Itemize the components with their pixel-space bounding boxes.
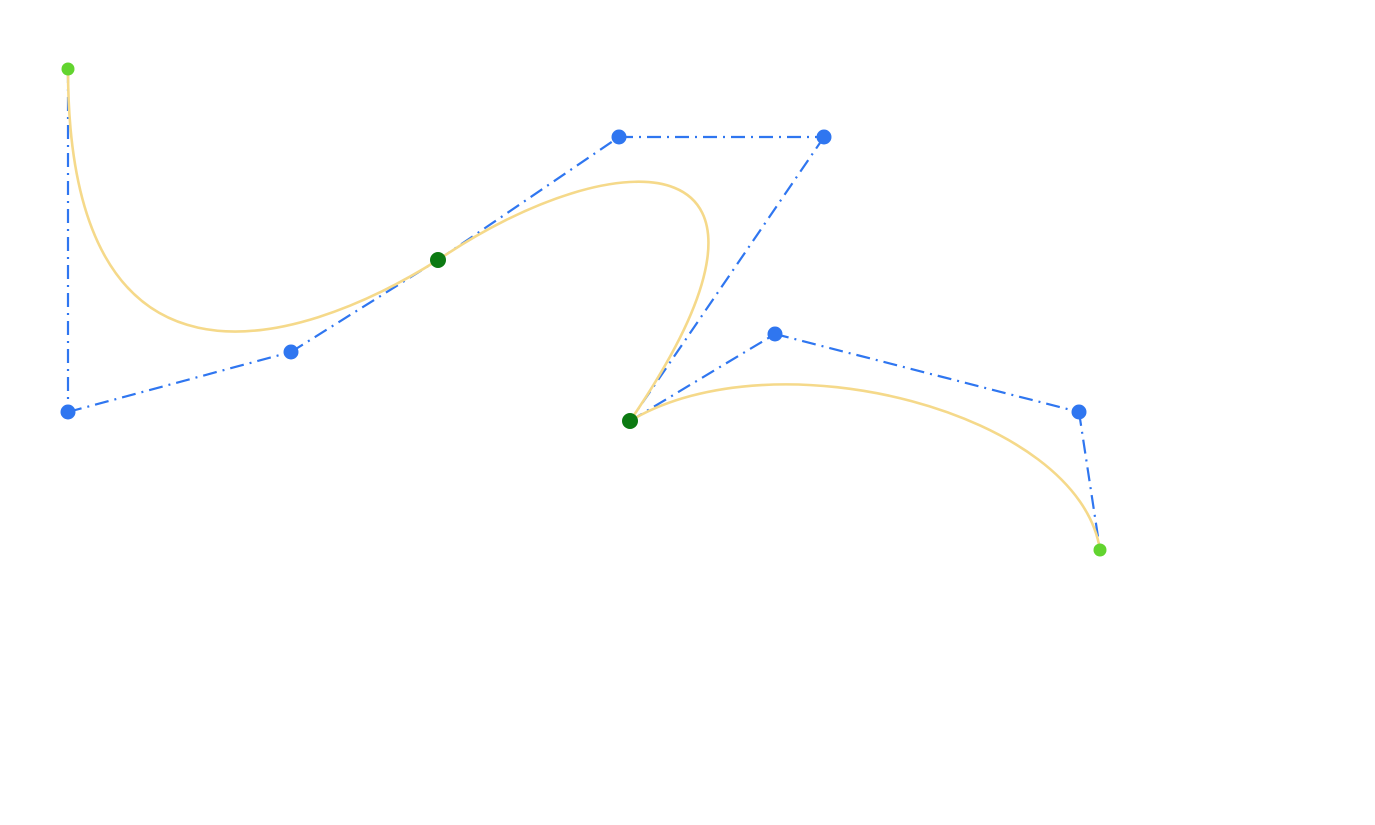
junction-point-P6[interactable] [622, 413, 638, 429]
control-polygon-leg-P6-P7 [629, 333, 776, 422]
bezier-curve-segment-3 [628, 383, 1102, 552]
control-point-P5[interactable] [816, 129, 832, 145]
control-point-P7[interactable] [767, 326, 783, 342]
control-polygon-leg-P1-P2 [67, 350, 292, 414]
bezier-curve-segment-1 [66, 67, 440, 333]
control-point-P8[interactable] [1071, 404, 1087, 420]
endpoint-point-P0[interactable] [61, 62, 75, 76]
control-point-P2[interactable] [283, 344, 299, 360]
spline-curve-layer [66, 67, 1102, 552]
endpoint-point-P9[interactable] [1093, 543, 1107, 557]
control-polygon-leg-P7-P8 [774, 332, 1080, 414]
control-point-P4[interactable] [611, 129, 627, 145]
control-polygon-leg-P8-P9 [1077, 411, 1102, 551]
control-point-P1[interactable] [60, 404, 76, 420]
control-polygon-layer [66, 69, 1102, 551]
junction-point-P3[interactable] [430, 252, 446, 268]
control-points-layer [60, 62, 1107, 557]
control-polygon-leg-P5-P6 [629, 136, 825, 422]
bezier-curve-segment-2 [436, 180, 710, 423]
